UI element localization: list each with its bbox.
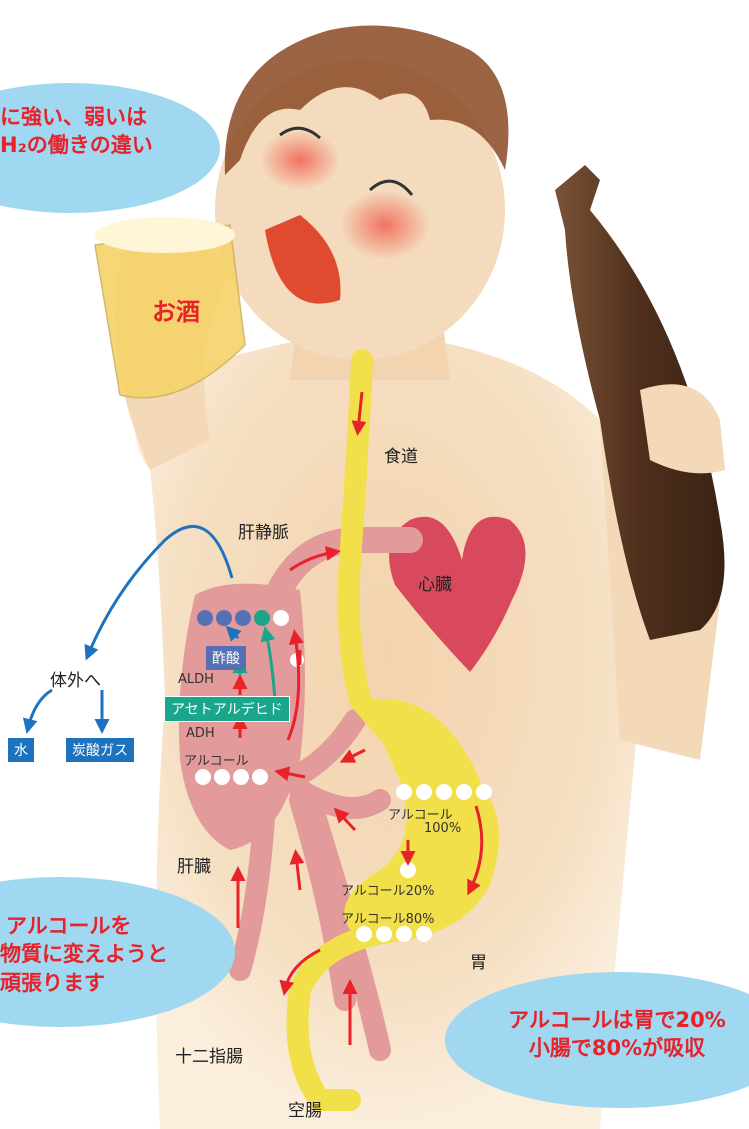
bubble-top-left-text: に強い、弱いは H₂の働きの違い <box>0 103 153 160</box>
label-hepatic-vein: 肝静脈 <box>238 518 289 543</box>
bubble-bottom-left-line2: 物質に変えようと <box>0 940 168 968</box>
bubble-bottom-right-line2: 小腸で80%が吸収 <box>487 1034 747 1062</box>
label-aldh: ALDH <box>178 672 214 687</box>
label-heart: 心臓 <box>418 570 452 595</box>
drink-label: お酒 <box>152 292 200 327</box>
label-adh: ADH <box>186 726 215 741</box>
label-duodenum: 十二指腸 <box>175 1042 243 1067</box>
label-stomach: 胃 <box>470 948 487 973</box>
bubble-bottom-right-line1: アルコールは胃で20% <box>487 1006 747 1034</box>
bubble-top-left-line2: H₂の働きの違い <box>0 131 153 159</box>
box-acetaldehyde: アセトアルデヒド <box>164 696 290 722</box>
label-alcohol-100-line2: 100% <box>424 821 461 836</box>
bubble-top-left-line1: に強い、弱いは <box>0 103 153 131</box>
label-esophagus: 食道 <box>384 442 418 467</box>
cheek-left <box>260 130 340 190</box>
box-acetic-acid: 酢酸 <box>206 646 246 670</box>
cheek-right <box>340 190 430 260</box>
label-out-of-body: 体外へ <box>50 666 101 691</box>
bubble-bottom-left-line3: 頑張ります <box>0 969 168 997</box>
box-co2: 炭酸ガス <box>66 738 134 762</box>
box-water: 水 <box>8 738 34 762</box>
label-alcohol-liver: アルコール <box>184 750 249 769</box>
hand-right <box>640 384 725 473</box>
label-liver: 肝臓 <box>177 852 211 877</box>
bubble-bottom-left-line1: アルコールを <box>0 912 168 940</box>
beer-foam <box>95 217 235 253</box>
bubble-bottom-right-text: アルコールは胃で20% 小腸で80%が吸収 <box>487 1006 747 1063</box>
label-jejunum: 空腸 <box>288 1096 322 1121</box>
bubble-bottom-left-text: アルコールを 物質に変えようと 頑張ります <box>0 912 168 997</box>
label-alcohol-20: アルコール20% <box>341 880 435 899</box>
stomach-dot-20 <box>400 862 416 878</box>
label-alcohol-80: アルコール80% <box>341 908 435 927</box>
